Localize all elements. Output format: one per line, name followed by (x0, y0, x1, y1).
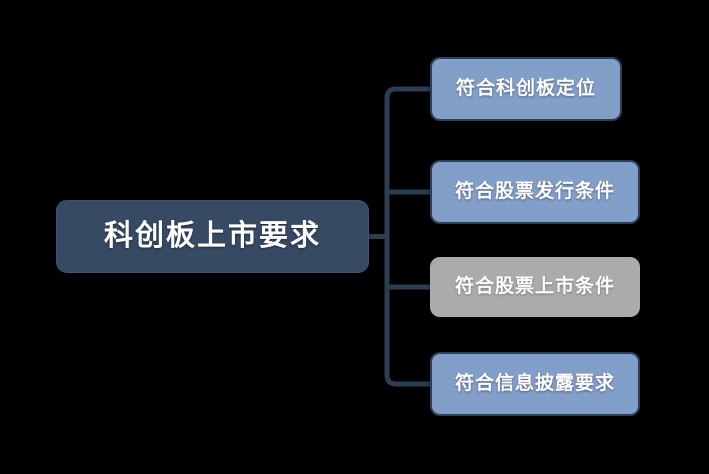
child-node-2[interactable]: 符合股票发行条件 (430, 160, 640, 224)
root-node-label: 科创板上市要求 (103, 219, 321, 252)
root-node[interactable]: 科创板上市要求 (56, 200, 369, 273)
child-node-3[interactable]: 符合股票上市条件 (430, 257, 640, 317)
child-node-4-label: 符合信息披露要求 (454, 372, 615, 394)
child-node-3-label: 符合股票上市条件 (454, 275, 615, 297)
connector-spine-bottom (384, 236, 430, 387)
child-node-1[interactable]: 符合科创板定位 (430, 57, 622, 121)
child-node-2-label: 符合股票发行条件 (454, 180, 615, 202)
connector-spine-top (384, 86, 430, 237)
child-node-4[interactable]: 符合信息披露要求 (430, 352, 640, 416)
child-node-1-label: 符合科创板定位 (455, 77, 596, 99)
